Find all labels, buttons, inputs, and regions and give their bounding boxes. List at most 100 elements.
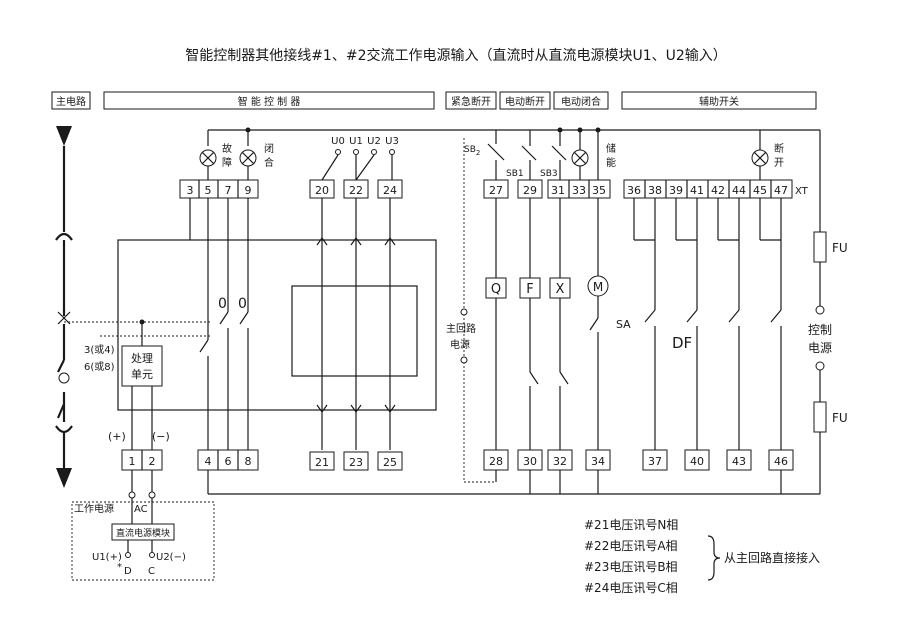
contact-zero-2: 0 [238,296,247,312]
note-22: #22电压讯号A相 [584,539,678,553]
open-lamp: 断 开 [751,130,784,180]
sa-label: SA [616,318,631,331]
top-terminals-right: 27 29 31 33 35 [483,179,611,199]
aux-contact-label-1: 3(或4) [84,344,115,356]
terminal-28: 28 [489,455,503,468]
header-row: 主电路 智 能 控 制 器 紧急断开 电动断开 电动闭合 辅助开关 [51,91,817,110]
terminal-40: 40 [690,455,704,468]
terminal-37: 37 [648,455,662,468]
fu-top-label: FU [832,241,848,255]
top-terminals-aux: 36 38 39 41 42 44 45 47 XT [623,179,809,199]
terminal-44: 44 [732,184,746,197]
terminal-34: 34 [591,455,605,468]
c-label: C [148,566,155,577]
m-label: M [593,280,603,294]
terminal-43: 43 [732,455,746,468]
main-circuit [55,126,210,488]
df-label: DF [672,334,692,352]
dc-module-label: 直流电源模块 [116,527,170,539]
terminal-6: 6 [225,455,232,468]
bottom-terminals: 1 2 4 6 8 21 23 25 28 30 32 34 37 40 43 … [121,449,794,471]
terminal-1: 1 [129,455,136,468]
bottom-rail [207,470,820,495]
header-auxiliary-switch: 辅助开关 [699,95,739,108]
u2-label: U2 [367,136,381,147]
terminal-36: 36 [627,184,641,197]
fuse-top-icon [813,231,827,263]
u1-label: U1 [349,136,363,147]
fuse-bottom-icon [813,401,827,433]
coil-devices: Q F X M 主回路 电源 [446,198,609,450]
terminal-7: 7 [225,184,232,197]
terminal-31: 31 [551,184,565,197]
control-power-2: 电源 [808,341,832,355]
processing-unit-label-1: 处理 [131,352,153,365]
terminal-46: 46 [774,455,788,468]
diagram-title: 智能控制器其他接线#1、#2交流工作电源输入（直流时从直流电源模块U1、U2输入… [185,47,727,64]
voltage-inputs: U0 U1 U2 U3 [321,136,399,181]
control-power: FU 控制 电源 FU [808,231,848,494]
terminal-42: 42 [711,184,725,197]
f-label: F [526,282,533,297]
store-label-2: 能 [606,156,616,169]
control-power-1: 控制 [808,323,832,337]
terminal-32: 32 [553,455,567,468]
u2-label: U2(−) [156,552,186,563]
fault-label-1: 故 [222,142,232,155]
terminal-5: 5 [205,184,212,197]
terminal-45: 45 [753,184,767,197]
terminal-21: 21 [315,456,329,469]
voltage-notes: #21电压讯号N相 #22电压讯号A相 #23电压讯号B相 #24电压讯号C相 … [584,518,820,595]
note-24: #24电压讯号C相 [584,581,678,595]
close-label-1: 闭 [264,142,274,155]
aux-contact-label-2: 6(或8) [84,361,115,373]
u3-label: U3 [385,136,399,147]
sb3-label: SB3 [540,169,558,179]
plus-label: (+) [108,430,126,443]
terminal-9: 9 [245,184,252,197]
terminal-30: 30 [523,455,537,468]
note-direct: 从主回路直接接入 [724,550,820,565]
fault-label-2: 障 [222,156,232,169]
voltage-channels [316,198,396,450]
top-terminals-left: 3 5 7 9 [179,179,259,199]
work-power-label: 工作电源 [74,502,114,515]
header-electric-off: 电动断开 [505,95,545,108]
top-terminals-voltage: 20 22 24 [309,179,403,199]
u1-label: U1(+) [92,552,122,563]
terminal-29: 29 [523,184,537,197]
terminal-20: 20 [315,184,329,197]
terminal-38: 38 [648,184,662,197]
xt-label: XT [795,186,809,197]
sb1-label: SB1 [506,169,524,179]
terminal-27: 27 [489,184,503,197]
terminal-3: 3 [187,184,194,197]
x-label: X [556,282,565,297]
u0-label: U0 [331,136,345,147]
terminal-22: 22 [349,184,363,197]
note-23: #23电压讯号B相 [584,560,678,574]
terminal-39: 39 [669,184,683,197]
header-main-circuit: 主电路 [56,95,86,108]
note-brace-icon [707,535,721,581]
controller-body: 处理 单元 3(或4) 6(或8) (+) (−) [84,239,437,450]
store-label-1: 储 [606,142,616,155]
ac-label: AC [134,504,148,515]
processing-unit-label-2: 单元 [131,368,153,381]
terminal-24: 24 [383,184,397,197]
terminal-23: 23 [349,456,363,469]
terminal-25: 25 [383,456,397,469]
star-label: * [117,562,122,573]
terminal-35: 35 [592,184,606,197]
open-label-1: 断 [774,142,784,155]
fault-close-lamps: 故 障 闭 合 [199,130,274,180]
terminal-33: 33 [572,184,586,197]
note-21: #21电压讯号N相 [584,518,678,532]
d-label: D [124,566,132,577]
main-loop-power-1: 主回路 [446,322,476,335]
contact-zero-1: 0 [218,296,227,312]
header-emergency-off: 紧急断开 [451,95,491,108]
minus-label: (−) [152,430,170,443]
open-label-2: 开 [774,158,784,169]
